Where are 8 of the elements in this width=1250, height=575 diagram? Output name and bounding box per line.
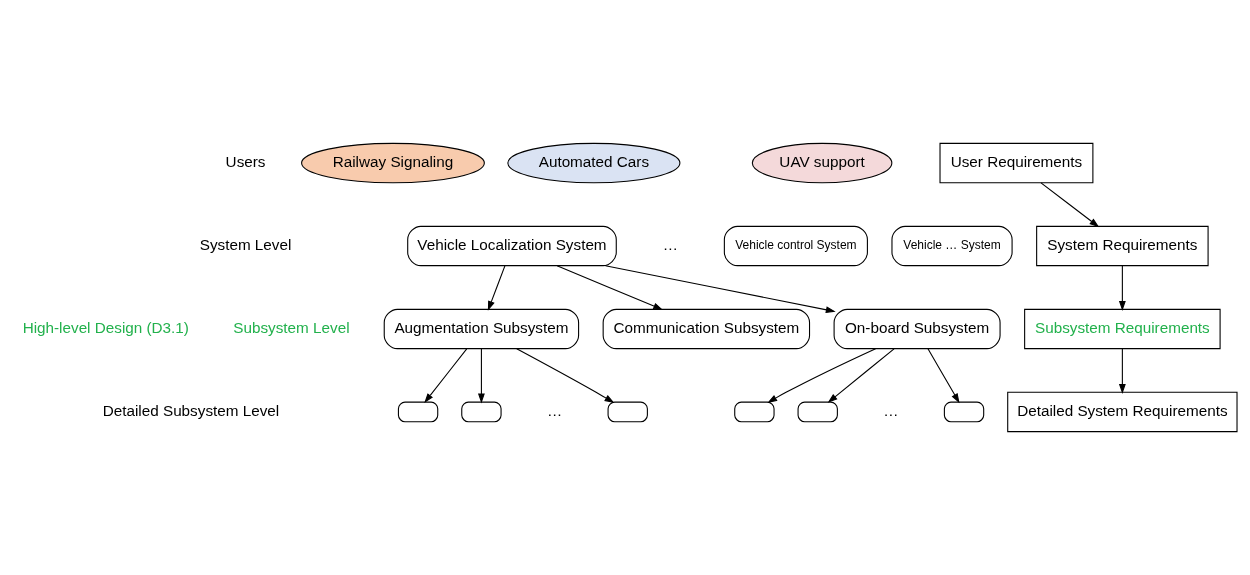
label: …	[662, 236, 678, 254]
label: Users	[225, 153, 266, 171]
label: High-level Design (D3.1)	[22, 319, 189, 337]
label: …	[546, 402, 563, 420]
label: System Level	[199, 236, 292, 254]
label: …	[883, 402, 899, 420]
label: Detailed Subsystem Level	[102, 402, 280, 420]
label: Subsystem Level	[233, 319, 350, 337]
